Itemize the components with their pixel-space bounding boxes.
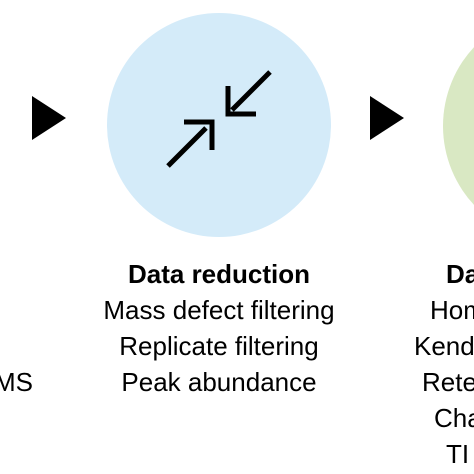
right-title-fragment: Da xyxy=(446,259,474,289)
center-item-1: Mass defect filtering xyxy=(103,295,335,325)
next-step-circle xyxy=(443,10,474,242)
right-item-1: Hom xyxy=(430,295,474,325)
center-item-3: Peak abundance xyxy=(121,367,317,397)
left-play-arrow-icon xyxy=(32,96,66,140)
center-item-2: Replicate filtering xyxy=(119,331,319,361)
lower-arrow-head xyxy=(184,119,215,150)
data-reduction-title: Data reduction xyxy=(127,259,311,289)
data-reduction-circle xyxy=(107,13,331,237)
right-play-arrow-icon xyxy=(370,96,404,140)
left-column-fragment: MS xyxy=(0,367,33,397)
upper-arrow-head xyxy=(225,86,256,117)
right-item-3: Rete xyxy=(422,367,474,397)
lower-arrow-shaft xyxy=(166,126,208,168)
compress-arrows-icon xyxy=(166,70,272,168)
right-item-2: Kend xyxy=(414,331,474,361)
right-item-5: TI xyxy=(446,439,470,469)
upper-arrow-shaft xyxy=(230,70,272,112)
right-item-4: Cha xyxy=(434,403,474,433)
